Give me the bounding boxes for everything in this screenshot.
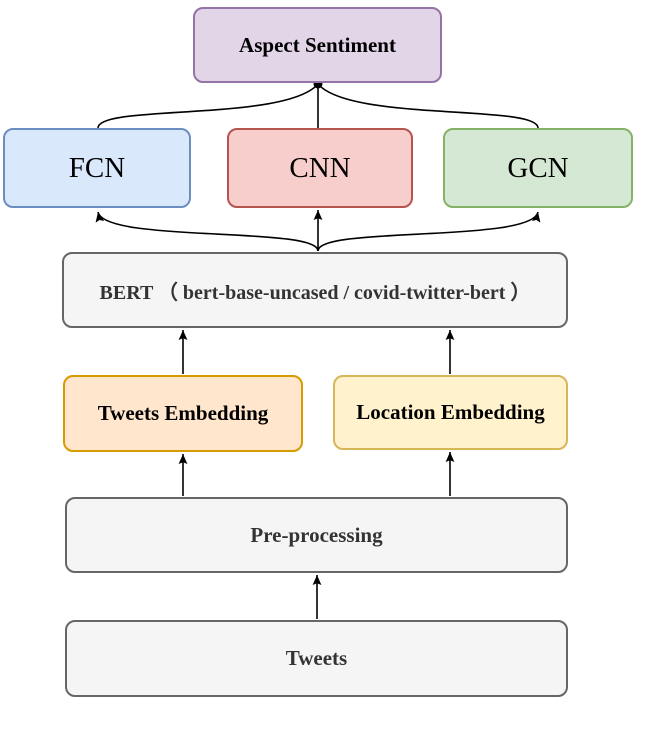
node-fcn-label: FCN — [68, 151, 126, 184]
node-tweets: Tweets — [65, 620, 568, 697]
node-cnn: CNN — [227, 128, 413, 208]
node-location-embedding: Location Embedding — [333, 375, 568, 450]
node-pre-processing: Pre-processing — [65, 497, 568, 573]
edge-bert-to-fcn — [95, 211, 319, 252]
node-aspect-sentiment-label: Aspect Sentiment — [239, 32, 396, 57]
node-gcn-label: GCN — [507, 151, 569, 184]
node-bert: BERT （ bert-base-uncased / covid-twitter… — [62, 252, 568, 328]
node-tweets-embedding-label: Tweets Embedding — [97, 401, 269, 425]
edge-gcn-to-aspect-sentiment — [317, 83, 539, 129]
node-aspect-sentiment: Aspect Sentiment — [193, 7, 442, 83]
edge-bert-to-gcn — [317, 211, 541, 252]
node-gcn: GCN — [443, 128, 633, 208]
node-tweets-label: Tweets — [285, 646, 348, 670]
node-fcn: FCN — [3, 128, 191, 208]
node-bert-label: BERT （ bert-base-uncased / covid-twitter… — [99, 281, 531, 304]
node-location-embedding-label: Location Embedding — [356, 400, 545, 424]
edge-fcn-to-aspect-sentiment — [97, 83, 319, 129]
node-pre-processing-label: Pre-processing — [250, 522, 383, 547]
node-cnn-label: CNN — [289, 151, 351, 184]
node-tweets-embedding: Tweets Embedding — [63, 375, 303, 452]
